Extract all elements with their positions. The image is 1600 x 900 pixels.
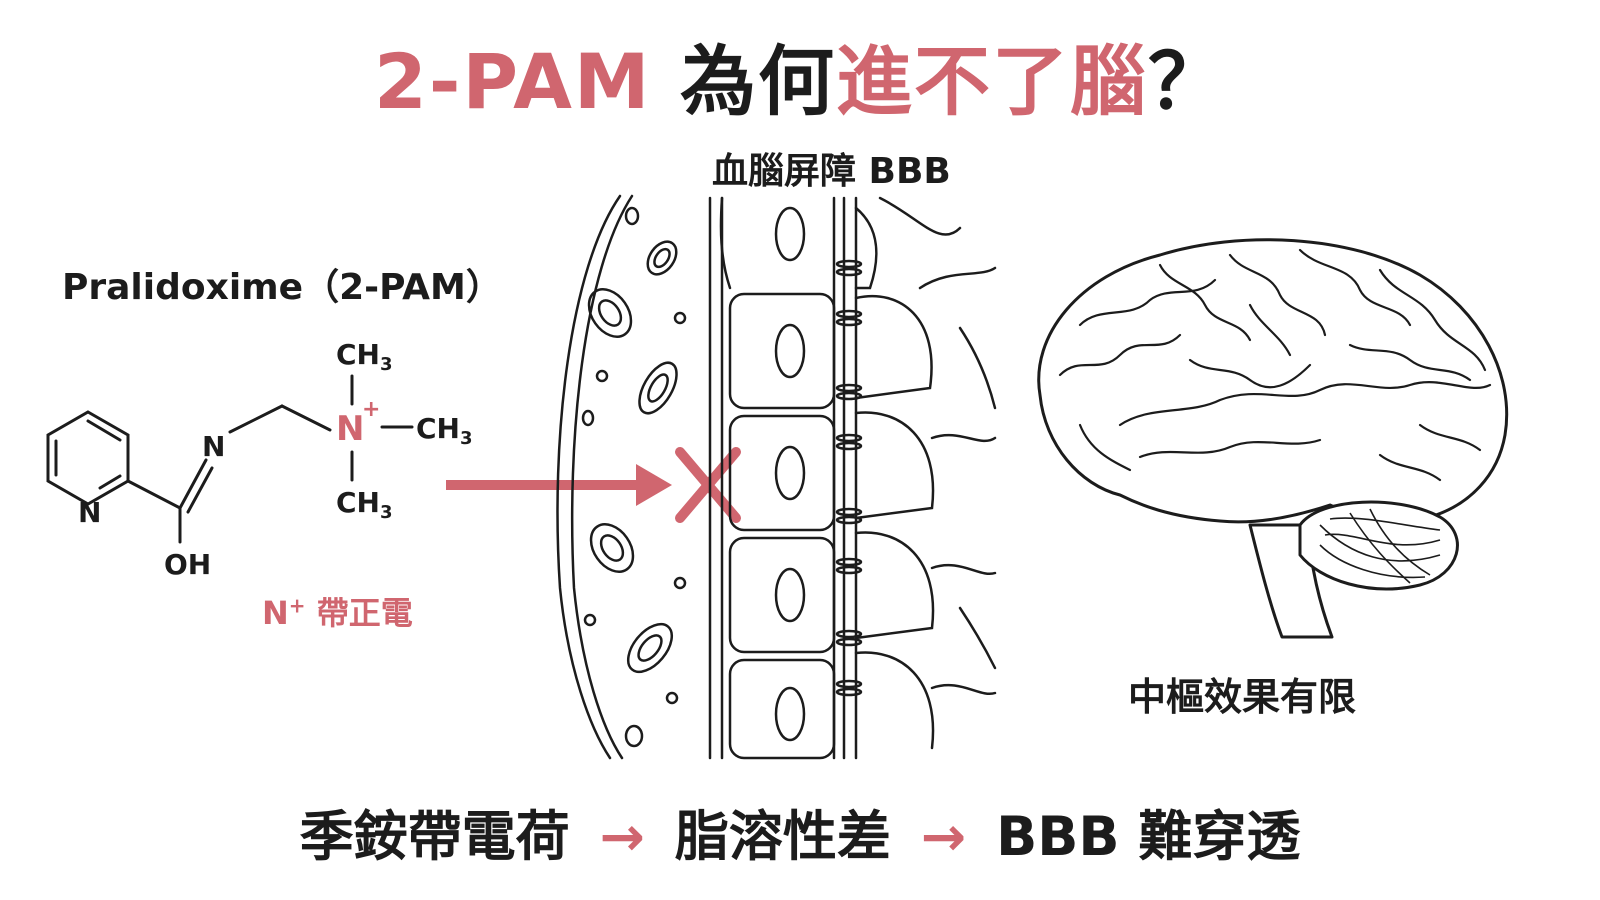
methyl-bottom-sub: 3 <box>380 502 393 523</box>
bbb-illustration <box>556 194 997 760</box>
vessel-outer-wall <box>556 194 622 760</box>
summary-arrow-1: → <box>599 805 645 868</box>
summary-step-2: 脂溶性差 <box>674 805 891 868</box>
arrow-head <box>636 464 672 506</box>
summary-step-1: 季銨帶電荷 <box>299 805 570 868</box>
nucleus <box>774 686 806 742</box>
charge-symbol: N <box>262 594 289 632</box>
plasma-particles <box>581 206 687 748</box>
page-title: 2-PAM 為何進不了腦？ <box>0 20 1600 130</box>
nucleus <box>774 323 806 379</box>
atom-positive-charge: + <box>362 397 380 422</box>
nucleus <box>774 206 806 262</box>
bbb-label: 血腦屏障 BBB <box>712 151 951 192</box>
atom-quaternary-n: N <box>336 409 364 449</box>
methyl-right-ch: CH <box>416 412 460 445</box>
blocked-arrow <box>446 447 741 523</box>
charge-sup: + <box>288 593 306 618</box>
title-drug-name: 2-PAM <box>373 37 652 126</box>
summary-line: 季銨帶電荷 → 脂溶性差 → BBB 難穿透 <box>0 792 1600 871</box>
methyl-top-ch: CH <box>336 338 380 371</box>
nucleus <box>774 567 806 623</box>
brain-icon <box>1037 238 1509 639</box>
ring-double-bond <box>86 419 122 442</box>
pyridine-ring <box>46 410 130 506</box>
charge-note: N+ 帶正電 <box>262 588 413 634</box>
title-cannot-enter: 進不了腦 <box>836 37 1149 126</box>
bond-c-n-double <box>186 466 214 514</box>
bond-n-ch2 <box>228 404 284 434</box>
molecule-name: Pralidoxime（2-PAM） <box>62 267 502 308</box>
brain-caption: 中樞效果有限 <box>1128 675 1357 719</box>
atom-ring-n: N <box>78 496 101 529</box>
ring-double-bond <box>98 474 122 490</box>
summary-arrow-2: → <box>920 805 967 868</box>
brain-side-cells <box>854 196 997 750</box>
cerebellum-folia <box>1319 508 1441 584</box>
atom-imine-n: N <box>202 430 225 463</box>
title-why: 為何 <box>680 37 837 126</box>
atom-hydroxyl: OH <box>164 548 211 581</box>
methyl-top-sub: 3 <box>380 354 393 375</box>
endothelial-cell-layer <box>708 196 858 760</box>
title-question-mark: ？ <box>1148 37 1227 126</box>
vessel-inner-wall <box>570 194 634 760</box>
bond-ring-carbon <box>126 479 182 510</box>
pralidoxime-structure: N N OH CH 3 CH 3 CH 3 N + <box>46 338 473 581</box>
charge-text: 帶正電 <box>316 594 413 632</box>
summary-step-3: BBB 難穿透 <box>996 805 1301 868</box>
red-blood-cells <box>587 240 678 674</box>
nucleus <box>774 445 806 501</box>
cerebellum <box>1298 500 1459 591</box>
bond-ch2-n <box>280 404 332 432</box>
bond-c-n-double <box>178 458 208 510</box>
tight-junctions <box>835 259 863 697</box>
methyl-right-sub: 3 <box>460 428 473 449</box>
methyl-bottom-ch: CH <box>336 486 380 519</box>
block-x-icon <box>675 447 741 523</box>
brain-folds <box>1058 248 1492 482</box>
